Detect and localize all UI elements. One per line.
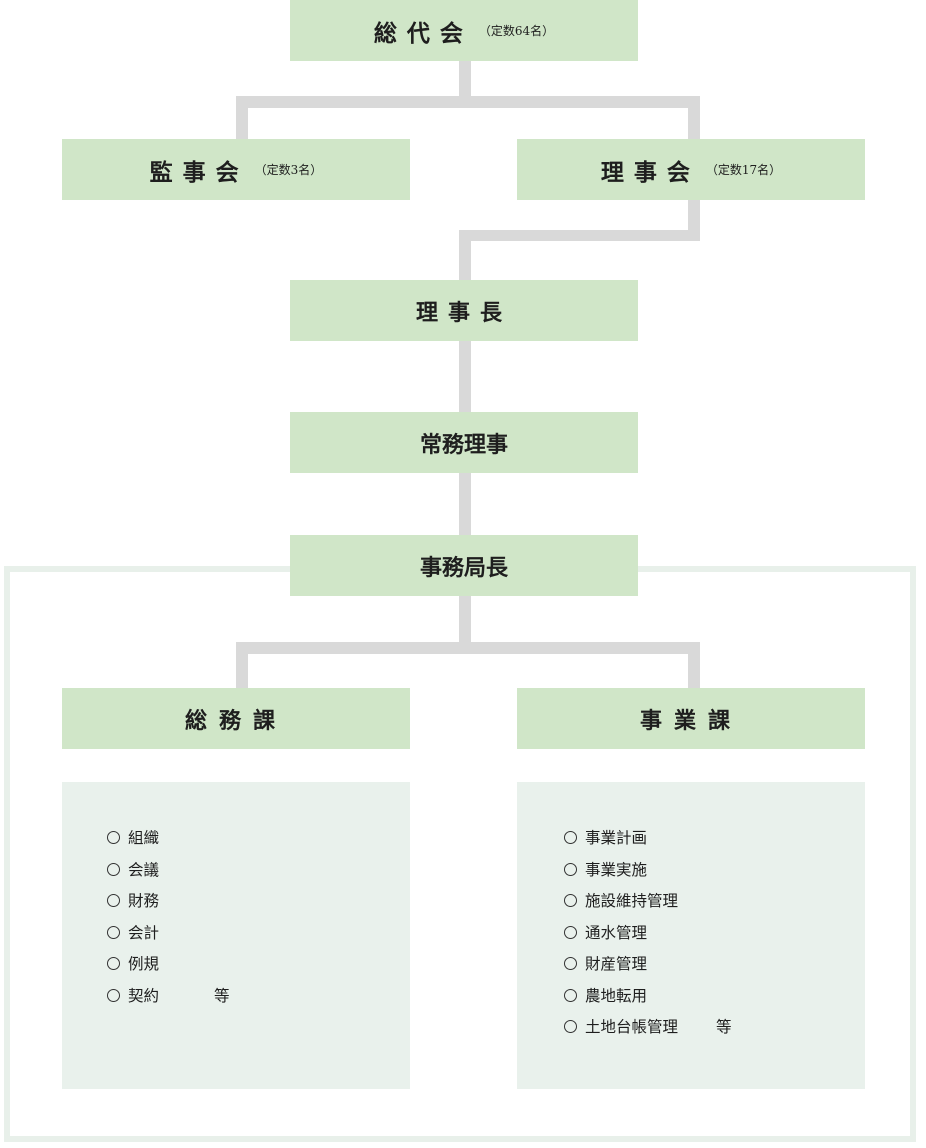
duty-text: 通水管理: [585, 923, 648, 942]
general-affairs-box: 総務課: [62, 688, 410, 749]
duty-item: 会計: [107, 923, 230, 955]
connector-to-general-affairs: [236, 642, 248, 690]
operations-label: 事業課: [639, 707, 742, 734]
duty-item: 財産管理: [564, 954, 732, 986]
circle-icon: [107, 957, 120, 970]
connector-assembly-down: [459, 60, 471, 102]
secretary-general-box: 事務局長: [290, 535, 638, 596]
duty-text: 例規: [128, 955, 160, 973]
auditors-note: （定数3名）: [254, 163, 323, 177]
duty-item: 契約 等: [107, 986, 230, 1018]
general-affairs-duty-list: 組織 会議 財務 会計 例規 契約 等: [107, 828, 230, 1017]
board-box: 理事会 （定数17名）: [517, 139, 865, 200]
duty-item: 組織: [107, 828, 230, 860]
connector-to-operations: [688, 642, 700, 690]
duty-text: 農地転用: [585, 986, 648, 1005]
circle-icon: [107, 925, 120, 939]
duty-item: 事業実施: [564, 860, 732, 892]
operations-box: 事業課: [517, 688, 865, 749]
connector-chairman-executive: [459, 340, 471, 414]
general-assembly-label: 総代会: [373, 19, 473, 47]
circle-icon: [107, 862, 120, 876]
circle-icon: [564, 957, 577, 970]
circle-icon: [564, 862, 577, 876]
general-assembly-note: （定数64名）: [478, 24, 555, 38]
duty-item: 財務: [107, 891, 230, 923]
duty-item: 施設維持管理: [564, 891, 732, 923]
auditors-label: 監事会: [149, 158, 249, 186]
board-note: （定数17名）: [705, 163, 782, 177]
etc-label: 等: [716, 1018, 732, 1036]
board-label: 理事会: [600, 158, 700, 186]
connector-secretary-down: [459, 595, 471, 651]
duty-text: 事業実施: [585, 860, 648, 879]
circle-icon: [564, 894, 577, 907]
chairman-box: 理事長: [290, 280, 638, 341]
connector-board-turn: [459, 230, 700, 241]
operations-duties: 事業計画 事業実施 施設維持管理 通水管理 財産管理 農地転用 土地台帳管理 等: [517, 782, 865, 1089]
duty-text: 財産管理: [585, 955, 648, 973]
duty-text: 契約: [128, 986, 160, 1005]
duty-text: 組織: [128, 829, 160, 847]
circle-icon: [107, 988, 120, 1002]
circle-icon: [107, 894, 120, 907]
etc-label: 等: [214, 986, 230, 1005]
connector-to-chairman: [459, 230, 471, 282]
connector-assembly-branch: [236, 96, 700, 108]
connector-executive-secretary: [459, 471, 471, 537]
duty-item: 会議: [107, 860, 230, 892]
general-affairs-duties: 組織 会議 財務 会計 例規 契約 等: [62, 782, 410, 1089]
connector-to-board: [688, 96, 700, 140]
duty-text: 施設維持管理: [585, 892, 679, 910]
duty-item: 土地台帳管理 等: [564, 1017, 732, 1049]
executive-director-box: 常務理事: [290, 412, 638, 473]
duty-text: 土地台帳管理: [585, 1018, 679, 1036]
duty-text: 会議: [128, 860, 160, 879]
general-affairs-label: 総務課: [184, 707, 287, 734]
chairman-label: 理事長: [415, 299, 512, 326]
circle-icon: [564, 988, 577, 1002]
general-assembly-box: 総代会 （定数64名）: [290, 0, 638, 61]
executive-director-label: 常務理事: [419, 431, 508, 458]
secretary-general-label: 事務局長: [419, 554, 508, 581]
duty-item: 事業計画: [564, 828, 732, 860]
duty-item: 例規: [107, 954, 230, 986]
connector-secretary-branch: [236, 642, 700, 654]
duty-item: 農地転用: [564, 986, 732, 1018]
circle-icon: [107, 831, 120, 844]
circle-icon: [564, 1020, 577, 1033]
duty-text: 財務: [128, 892, 160, 910]
duty-text: 事業計画: [585, 829, 648, 847]
operations-duty-list: 事業計画 事業実施 施設維持管理 通水管理 財産管理 農地転用 土地台帳管理 等: [564, 828, 732, 1049]
duty-item: 通水管理: [564, 923, 732, 955]
connector-to-auditors: [236, 96, 248, 140]
circle-icon: [564, 925, 577, 939]
circle-icon: [564, 831, 577, 844]
auditors-box: 監事会 （定数3名）: [62, 139, 410, 200]
duty-text: 会計: [128, 923, 160, 942]
